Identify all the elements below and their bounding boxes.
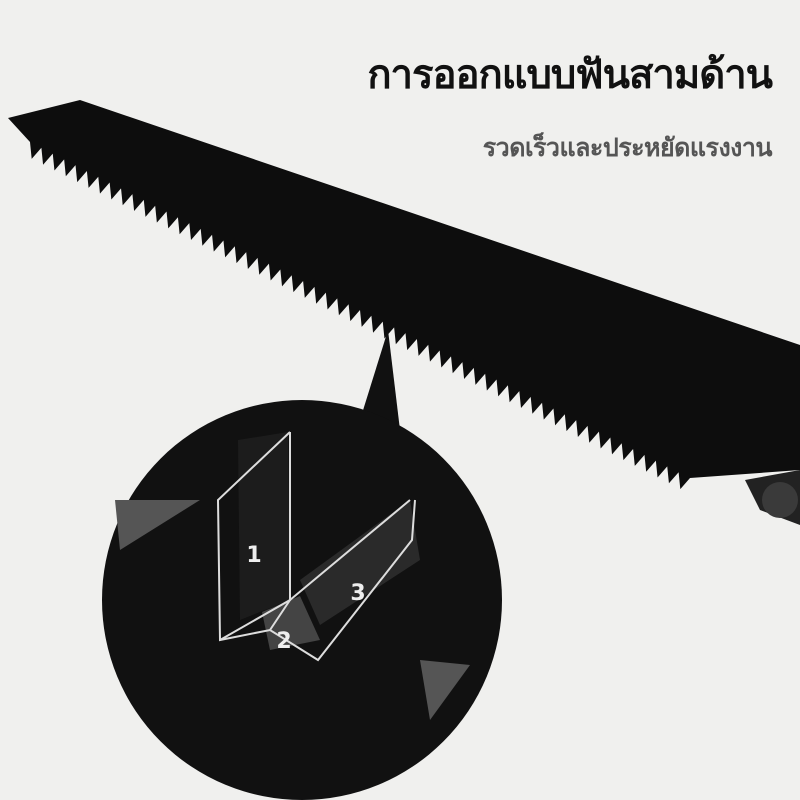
facet-label-1: 1 bbox=[246, 543, 261, 568]
magnifier-pointer bbox=[360, 330, 400, 430]
tooth-detail bbox=[115, 431, 470, 720]
facet-label-3: 3 bbox=[350, 581, 365, 606]
headline: การออกแบบฟันสามด้าน bbox=[367, 52, 773, 98]
handle-rivet bbox=[762, 482, 798, 518]
saw-blade bbox=[8, 100, 800, 490]
facet-label-2: 2 bbox=[276, 629, 291, 654]
subheadline: รวดเร็วและประหยัดแรงงาน bbox=[482, 133, 773, 162]
magnifier-circle bbox=[102, 400, 502, 800]
